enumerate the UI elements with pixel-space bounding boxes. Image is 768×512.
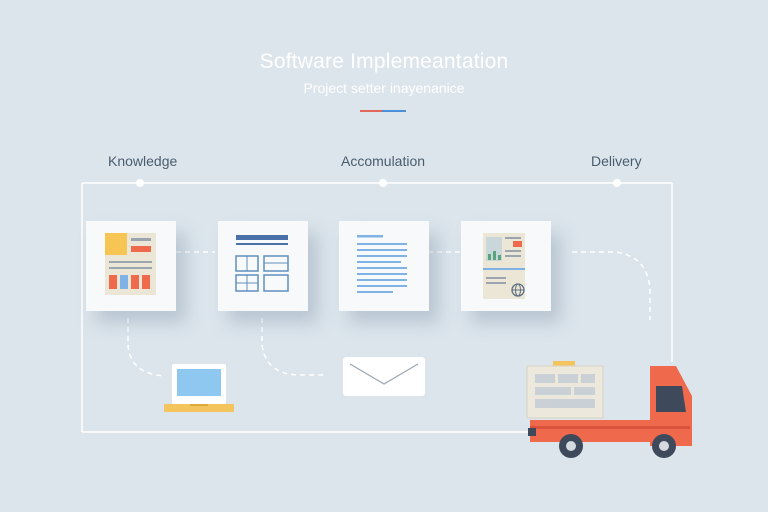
card-layout [218,221,308,311]
report-icon [483,233,525,299]
text-document-icon [357,235,407,293]
document-icon [105,233,156,295]
card-knowledge-document [86,221,176,311]
timeline-node-knowledge [136,179,144,187]
timeline-node-delivery [613,179,621,187]
delivery-truck-icon [526,361,692,458]
connector-dash [127,318,166,377]
stage-label-knowledge: Knowledge [108,153,178,169]
card-accumulation-text [339,221,429,311]
page-title: Software Implemeantation [259,50,509,73]
accent-blue-bar [382,110,406,112]
accent-red-bar [360,110,382,112]
timeline-node-accumulation [379,179,387,187]
connector-dash [261,318,326,376]
laptop-icon [164,364,234,412]
layout-icon [235,235,289,292]
page-subtitle: Project setter inayenanice [303,80,465,96]
stage-label-delivery: Delivery [591,153,642,169]
card-delivery-report [461,221,551,311]
envelope-icon [343,357,425,396]
stage-label-accumulation: Accomulation [341,153,426,169]
connector-dash [572,251,651,320]
